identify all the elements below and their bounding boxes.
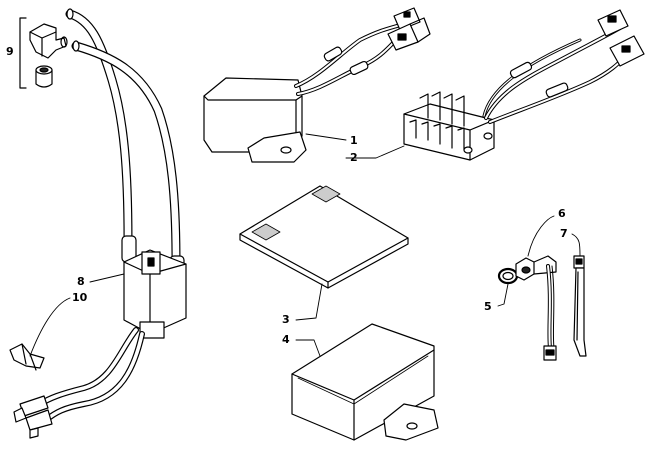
callout-10: 10 <box>72 291 88 304</box>
callout-8: 8 <box>77 275 85 288</box>
voltage-regulator <box>403 9 645 161</box>
leader-lines <box>29 133 581 357</box>
callout-3: 3 <box>282 313 290 326</box>
wire-clip <box>9 343 45 371</box>
electronic-module <box>291 323 439 441</box>
callout-2: 2 <box>350 151 358 164</box>
cdi-box <box>203 7 431 163</box>
spark-plug-cap <box>19 17 68 89</box>
callout-9: 9 <box>6 45 14 58</box>
callout-7: 7 <box>560 227 568 240</box>
callout-6: 6 <box>558 207 566 220</box>
ignition-coil <box>13 8 187 439</box>
callout-1: 1 <box>350 134 358 147</box>
cable-tie <box>573 255 587 357</box>
temperature-sensor <box>515 255 557 361</box>
fuse-panel-pad <box>239 185 409 289</box>
o-ring <box>497 267 519 285</box>
callout-4: 4 <box>282 333 290 346</box>
callout-5: 5 <box>484 300 492 313</box>
